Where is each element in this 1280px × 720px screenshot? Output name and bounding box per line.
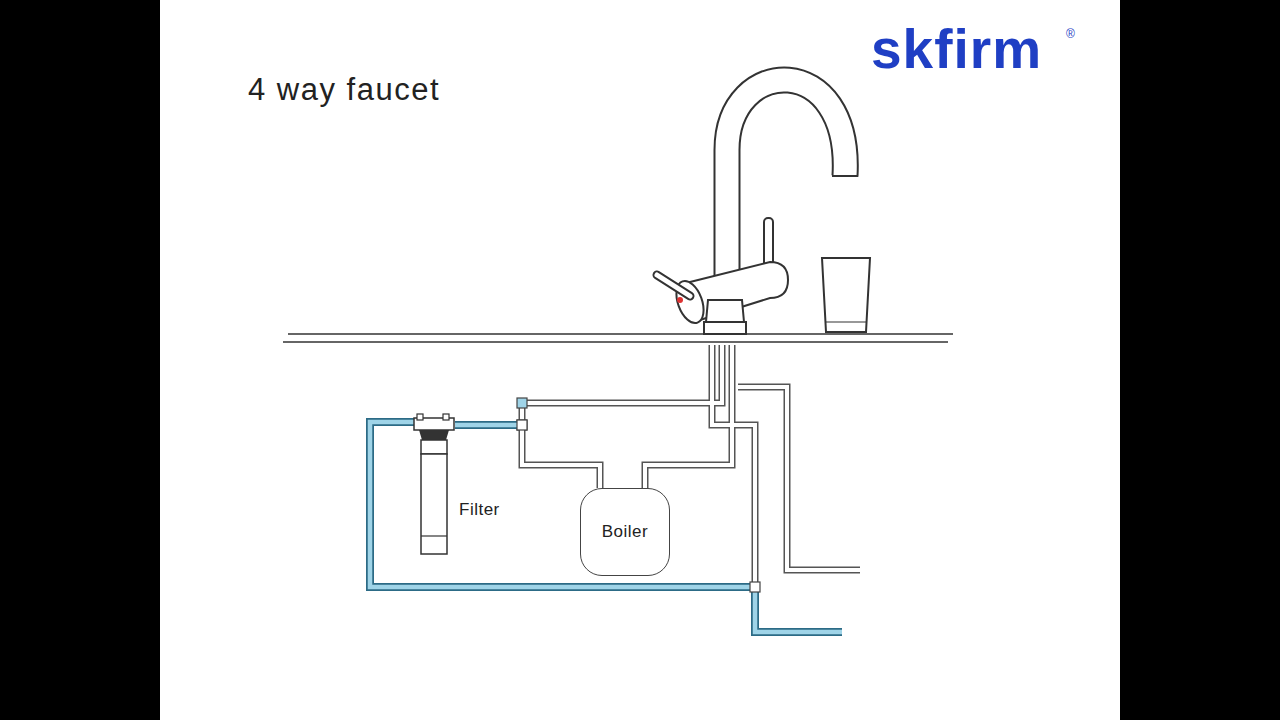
countertop-line <box>283 341 948 343</box>
registered-mark: ® <box>1066 28 1075 40</box>
brand-logo: skfirm <box>871 22 1042 77</box>
diagram-title: 4 way faucet <box>248 72 440 108</box>
white-ground <box>160 0 1120 720</box>
boiler-label: Boiler <box>602 522 648 542</box>
water-pipe <box>455 420 600 488</box>
countertop-line <box>288 333 953 335</box>
glass <box>822 258 870 332</box>
filter-label: Filter <box>459 500 500 520</box>
boiler-tank: Boiler <box>580 488 670 576</box>
filter-cartridge: Filter <box>413 418 455 558</box>
pipes <box>370 345 860 632</box>
filter-outline <box>413 418 455 558</box>
